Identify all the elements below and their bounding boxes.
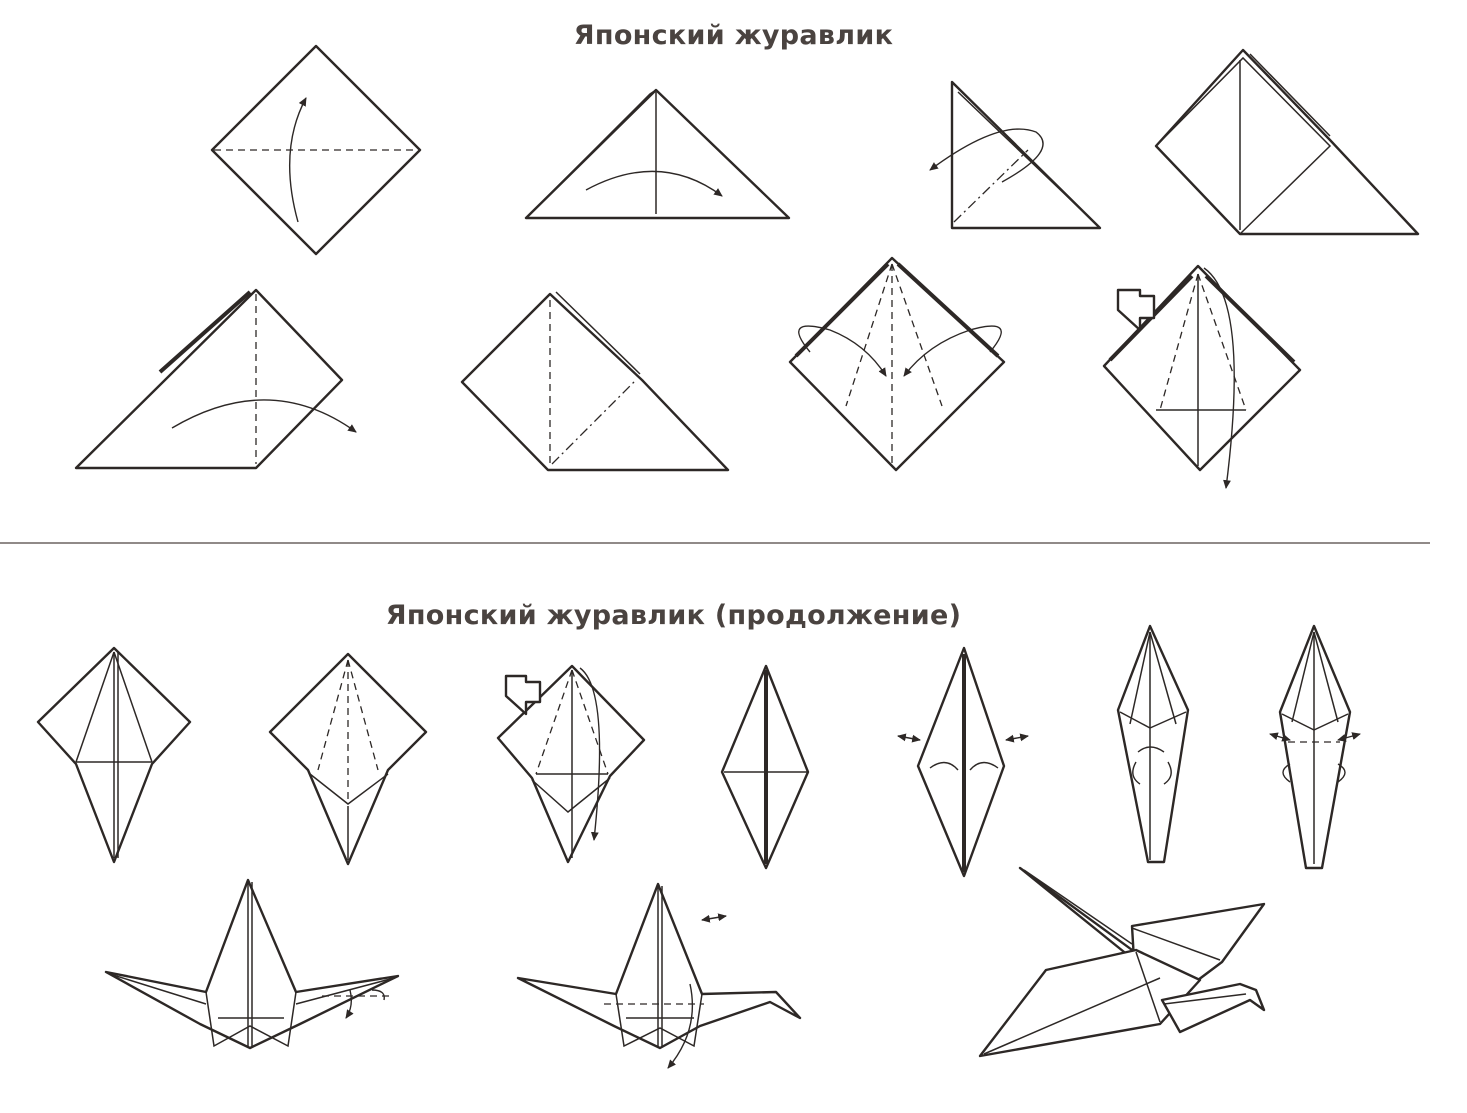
step-7-kite-folds-diagram [788,256,1006,472]
step-6-fold-diagram [460,291,730,472]
step-10-fold-diagram [268,652,428,866]
push-arrow-icon [504,674,542,716]
step-11-fold-diagram [496,664,646,864]
step-18-finished-crane-diagram [978,866,1266,1058]
step-5-fold-diagram [74,288,357,470]
step-8-petal-fold-diagram [1102,264,1302,489]
step-17-head-fold-diagram [516,882,802,1069]
push-arrow-icon [1116,288,1156,332]
step-15-reverse-fold-diagram [1269,624,1361,870]
step-2-triangle-diagram [524,88,791,220]
step-13-narrow-fold-diagram [897,646,1029,878]
step-12-diamond-diagram [720,664,810,870]
diagram-title-part1: Японский журавлик [573,20,894,51]
step-1-square-diagram [210,44,422,256]
step-4-squash-result-diagram [1154,48,1420,236]
step-14-narrow-fold-diagram [1116,624,1190,864]
step-3-right-triangle-diagram [929,80,1102,230]
step-9-bird-base-diagram [36,646,192,864]
diagram-title-part2: Японский журавлик (продолжение) [385,600,962,631]
step-16-neck-tail-diagram [104,878,400,1050]
